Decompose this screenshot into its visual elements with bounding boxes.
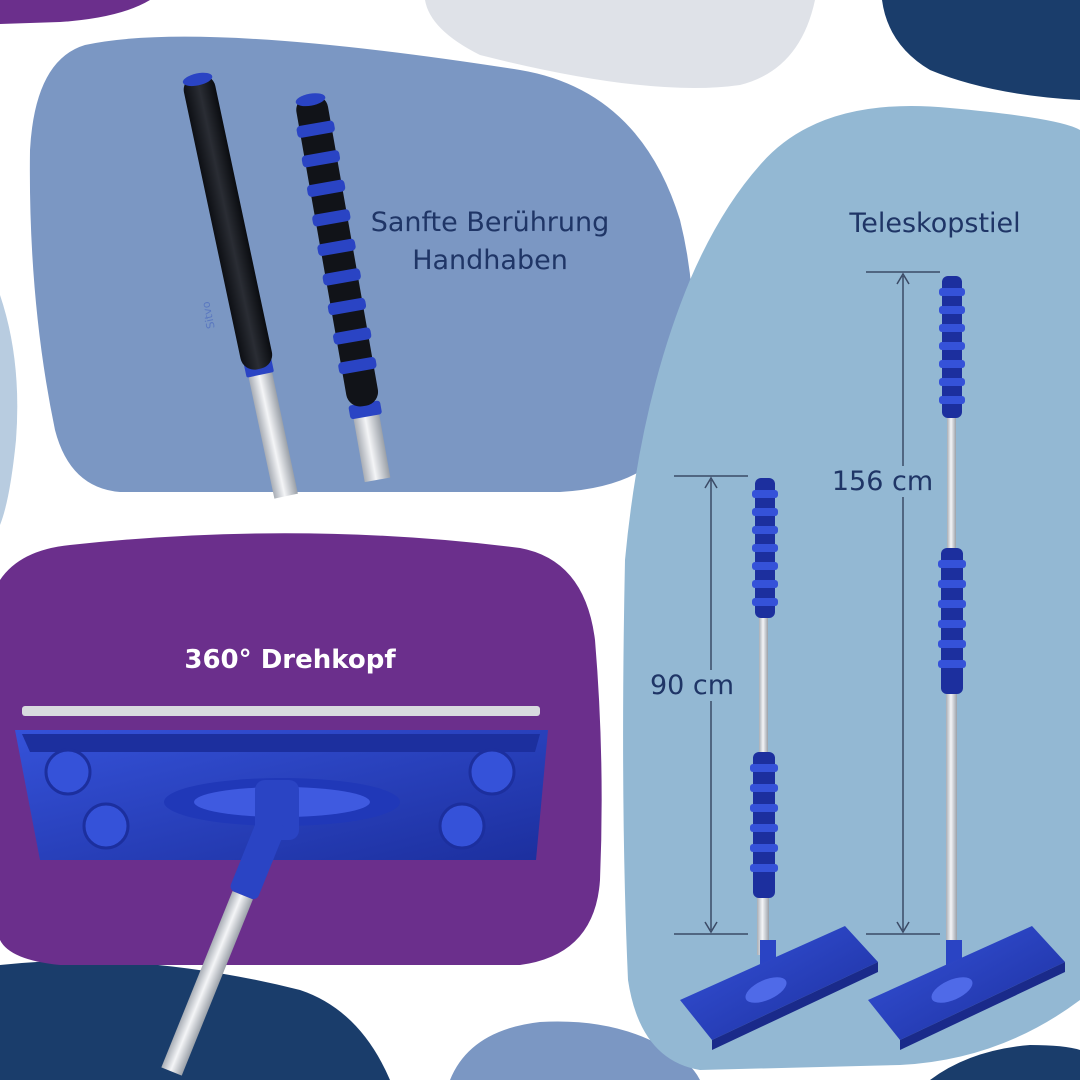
- grip-ribs: [296, 120, 377, 375]
- soft-grip-handle: [182, 72, 298, 499]
- handles-caption: Sanfte Berührung Handhaben: [330, 204, 650, 280]
- telescopic-panel: [623, 105, 1080, 1070]
- pad-grips: [44, 748, 516, 850]
- handles-panel: [29, 36, 694, 493]
- handles-caption-line1: Sanfte Berührung: [370, 207, 610, 238]
- dimension-markers: [674, 271, 940, 935]
- handles-caption-line2: Handhaben: [412, 245, 568, 276]
- ribbed-grip-handle: [295, 93, 391, 483]
- swivel-head-title: 360° Drehkopf: [184, 645, 396, 675]
- top-navy-blob: [882, 0, 1080, 100]
- left-edge-blob: [0, 295, 18, 525]
- swivel-mop-head: [15, 706, 548, 1076]
- bottom-right-blob: [930, 1045, 1080, 1080]
- bottom-mid-blob: [450, 1021, 700, 1080]
- telescopic-title: Teleskopstiel: [849, 208, 1021, 239]
- top-grey-blob: [425, 0, 815, 89]
- top-purple-blob: [0, 0, 150, 24]
- mop-extended: [868, 276, 1065, 1050]
- length-collapsed-label: 90 cm: [640, 670, 744, 701]
- length-extended-label: 156 cm: [820, 466, 945, 497]
- head-pole: [161, 817, 285, 1076]
- mop-collapsed: [680, 478, 878, 1050]
